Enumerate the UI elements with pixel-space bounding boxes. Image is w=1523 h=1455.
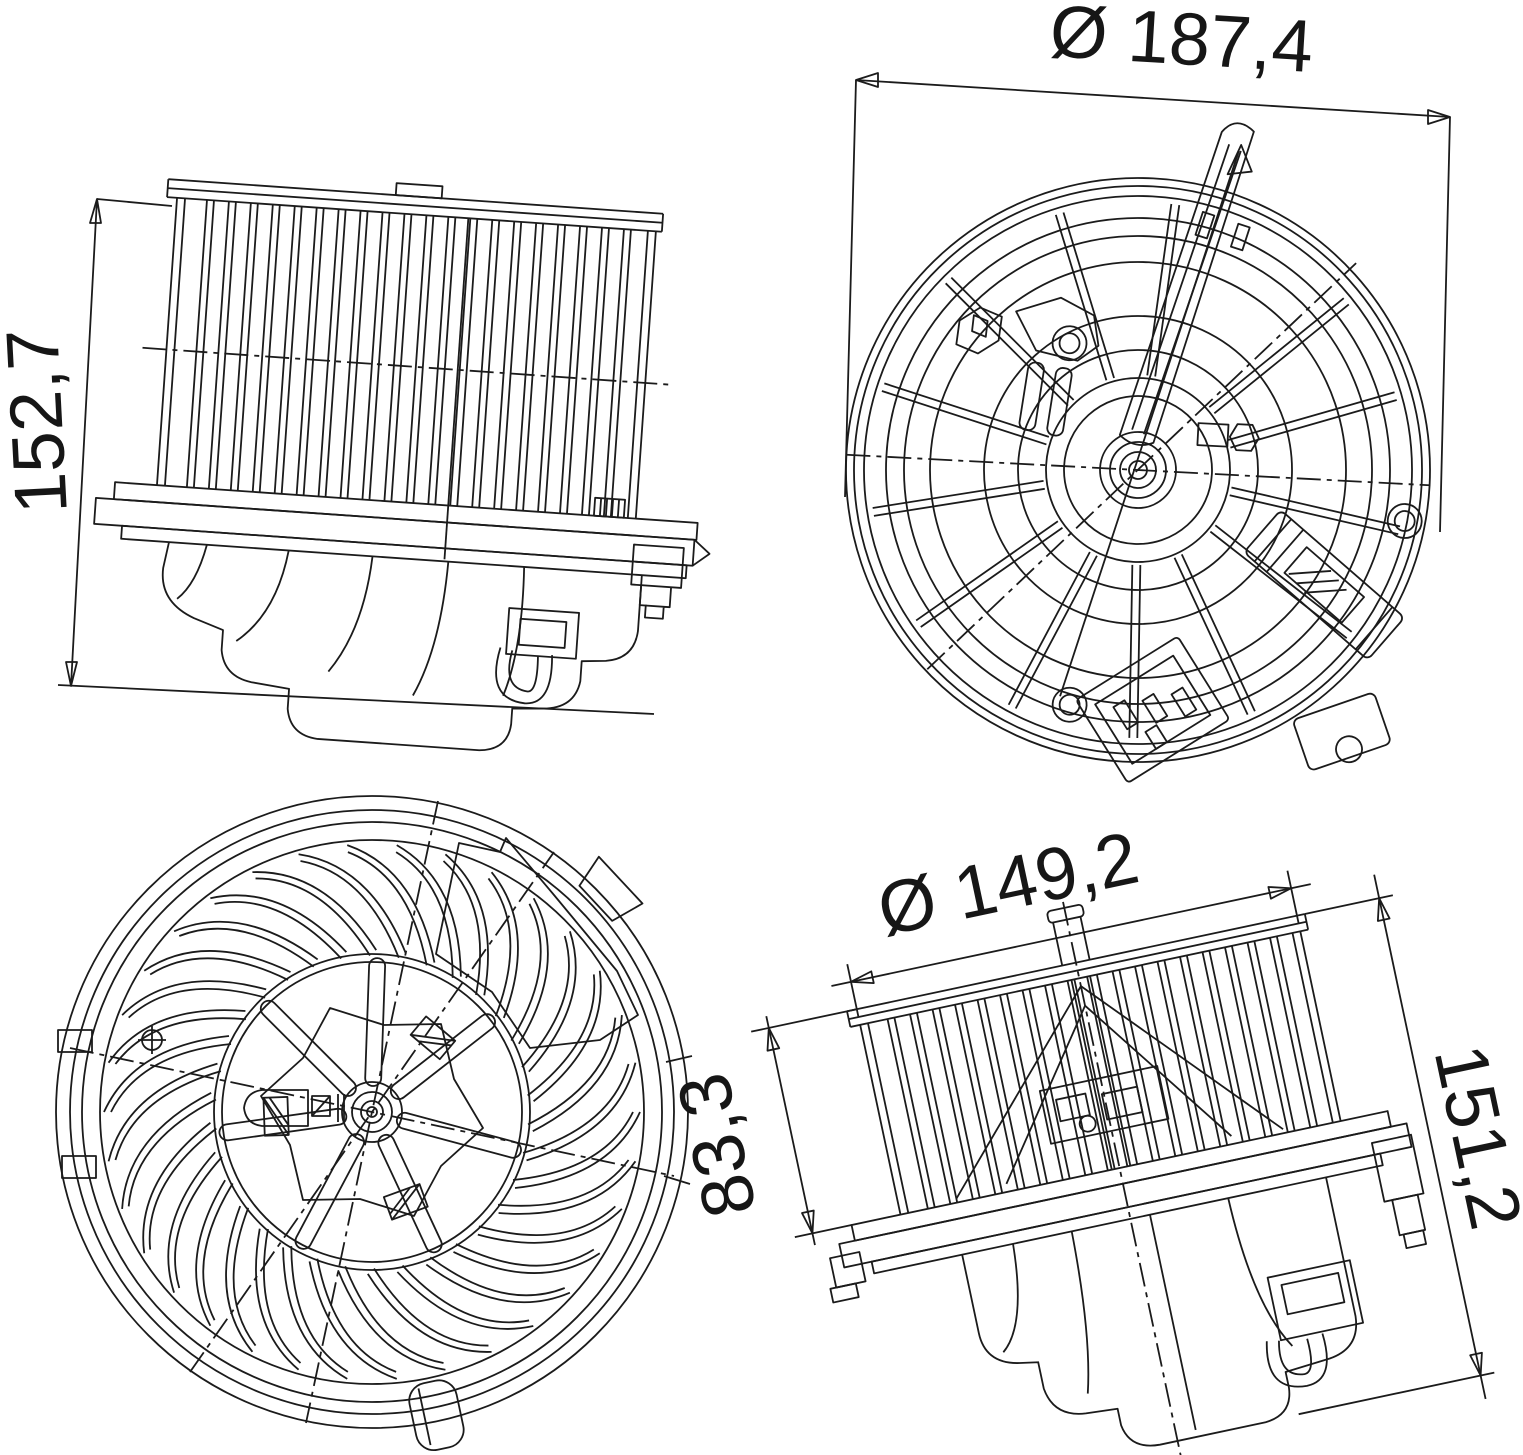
connector-block (1076, 636, 1229, 783)
top-view (845, 122, 1431, 783)
motor-spider (217, 956, 524, 1256)
top-view-hub (1045, 377, 1231, 563)
tilted-view-total-height-label: 151,2 (1419, 1038, 1523, 1236)
cage-slats (185, 199, 632, 518)
regulator-module (1245, 511, 1403, 659)
top-view-diameter-label: Ø 187,4 (1048, 0, 1316, 88)
side-view (93, 178, 711, 752)
rim-tab (1293, 692, 1391, 771)
hex-stud (1196, 422, 1260, 452)
perforated-plate (435, 837, 639, 1049)
tilted-view-wheel-cage (846, 913, 1342, 1215)
screw-icon (1051, 686, 1088, 723)
screw-icon (1051, 325, 1088, 362)
side-view-flange (93, 481, 711, 620)
dimension-top-view-diameter: Ø 187,4 (844, 0, 1451, 533)
tilted-view-wheel-height-label: 83,3 (661, 1066, 772, 1224)
tilted-view-diameter-label: Ø 149,2 (871, 816, 1146, 952)
wire-loop-icon (495, 647, 553, 705)
tilted-side-view: Ø 149,2 83,3 151,2 (661, 816, 1523, 1455)
dimension-tilted-view-wheel-height: 83,3 (661, 1008, 858, 1246)
top-view-housing-rings (845, 177, 1431, 763)
side-view-wheel-cage (142, 178, 670, 560)
mounting-clamp (955, 296, 1100, 437)
dimension-tilted-view-diameter: Ø 149,2 (831, 816, 1311, 1018)
handle (408, 1379, 465, 1452)
crosshair-mark-icon (138, 1026, 166, 1054)
bottom-view-rim (55, 795, 693, 1429)
side-view-height-label: 152,7 (0, 327, 83, 516)
wire-loop-icon (1265, 1333, 1328, 1388)
side-view-motor-housing (161, 541, 643, 752)
tilted-view-connector (1266, 1259, 1364, 1342)
tilted-view-motor (961, 1177, 1364, 1447)
dimension-side-view-height: 152,7 (0, 198, 655, 715)
rim-tab (578, 855, 644, 922)
tilted-view-flange (829, 1110, 1427, 1304)
cage-slats (886, 935, 1319, 1210)
shaft-stub (1046, 903, 1091, 966)
screw-icon (1386, 503, 1423, 539)
side-view-connector (505, 607, 580, 660)
bottom-view (55, 795, 693, 1452)
